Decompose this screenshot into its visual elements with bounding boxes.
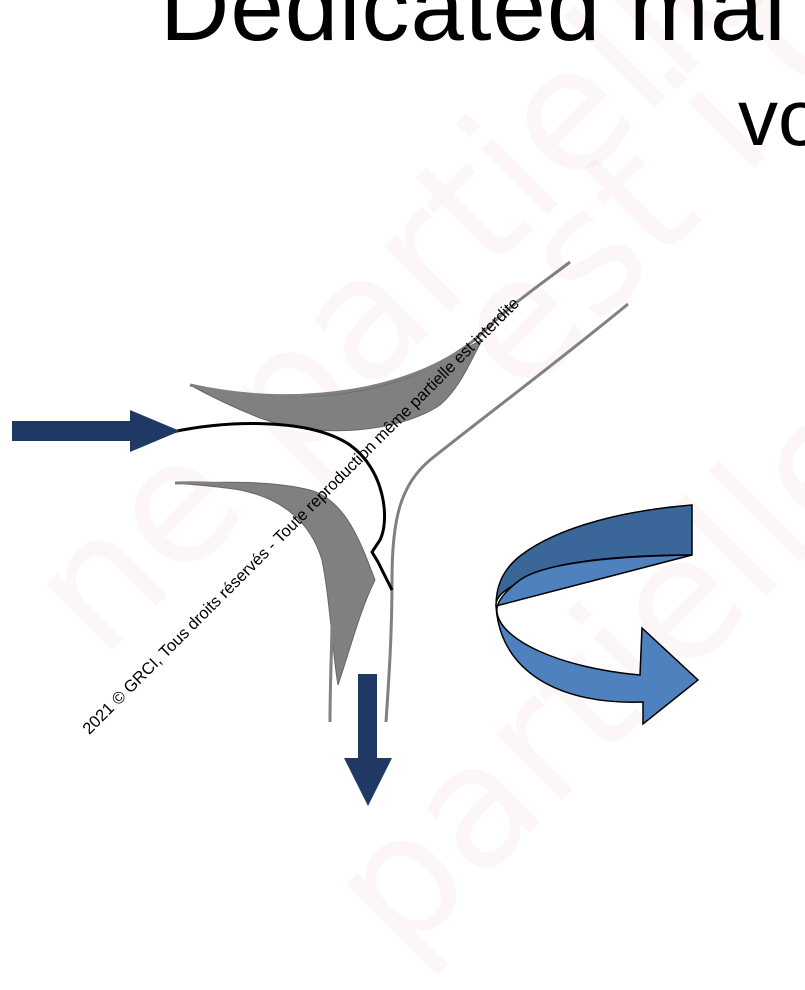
lower-crotch-shape [175, 482, 375, 685]
outlet-arrow-icon [344, 674, 392, 806]
upper-wall-line [190, 262, 570, 396]
inlet-arrow-icon [12, 410, 180, 452]
right-outlet-wall-line [386, 304, 628, 722]
rotation-arrow-icon [496, 505, 698, 724]
